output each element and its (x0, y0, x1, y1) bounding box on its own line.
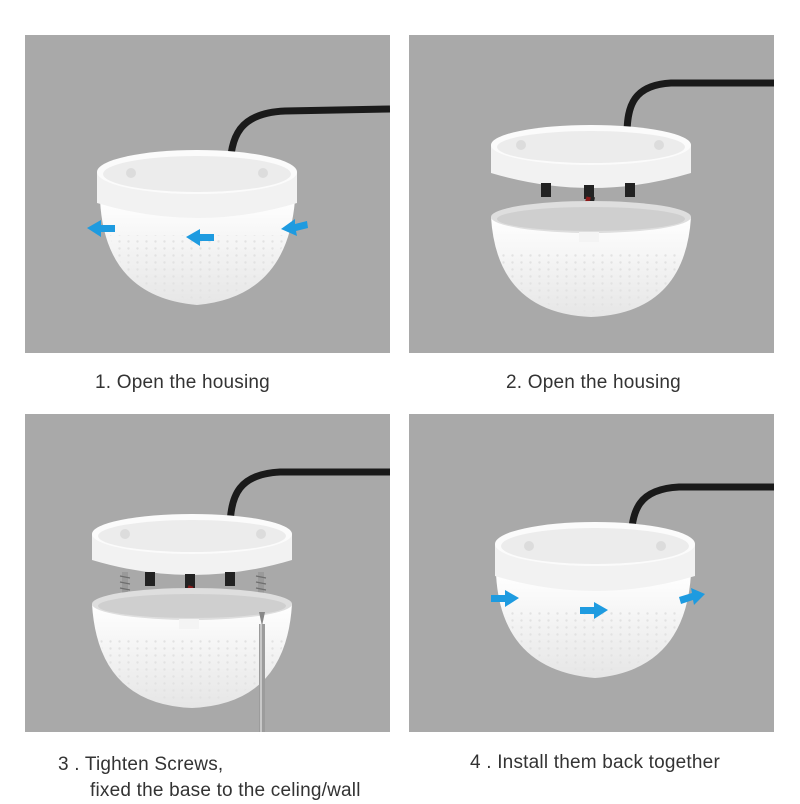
cable (623, 79, 774, 136)
rotate-arrow-icon (679, 588, 705, 605)
step-1-image (25, 35, 390, 353)
screwdriver-icon (259, 612, 265, 732)
step-1-caption: 1. Open the housing (95, 372, 270, 393)
step-1-illustration (87, 105, 390, 305)
step-3-illustration (92, 468, 390, 732)
rotate-arrow-icon (491, 590, 519, 607)
step-4-caption: 4 . Install them back together (470, 752, 720, 773)
step-4-illustration (491, 483, 774, 678)
rotate-arrow-icon (87, 220, 115, 237)
step-2-caption: 2. Open the housing (506, 372, 681, 393)
step-4-image (409, 414, 774, 732)
step-3-image (25, 414, 390, 732)
rotate-arrow-icon (281, 219, 308, 236)
step-2-image (409, 35, 774, 353)
step-3-caption-line-1: 3 . Tighten Screws, (58, 754, 224, 775)
step-2-illustration (491, 79, 774, 317)
step-3-caption: 3 . Tighten Screws, fixed the base to th… (58, 752, 361, 804)
step-3-caption-line-2: fixed the base to the celing/wall (90, 780, 361, 801)
rotate-arrow-icon (580, 602, 608, 619)
rotate-arrow-icon (186, 229, 214, 246)
